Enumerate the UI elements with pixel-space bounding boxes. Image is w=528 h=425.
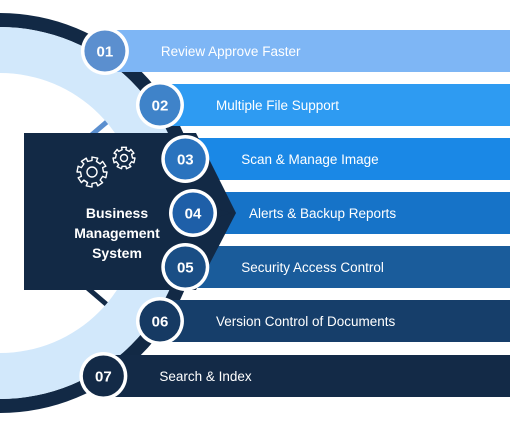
number-badge-04: 04 (169, 189, 217, 237)
feature-label-07: Search & Index (159, 369, 252, 384)
feature-bar-02 (159, 84, 510, 126)
feature-bar-06 (159, 300, 510, 342)
number-badge-05: 05 (161, 243, 210, 291)
badge-fill (82, 355, 124, 397)
number-badge-06: 06 (135, 297, 184, 345)
number-badge-02: 02 (135, 81, 184, 129)
badge-fill (139, 300, 181, 342)
center-title-line: System (92, 245, 142, 261)
feature-bar-05 (185, 246, 510, 288)
badge-fill (164, 138, 206, 180)
feature-label-01: Review Approve Faster (161, 44, 301, 59)
feature-bar-01 (104, 30, 510, 72)
badge-number: 04 (185, 206, 202, 223)
center-title-line: Management (74, 225, 160, 241)
feature-label-02: Multiple File Support (216, 98, 339, 113)
inner-arc (0, 27, 186, 400)
badge-number: 06 (152, 314, 169, 331)
badge-fill (164, 246, 206, 288)
badge-fill (172, 192, 214, 234)
feature-bar-07 (103, 355, 510, 397)
feature-label-05: Security Access Control (241, 260, 384, 275)
feature-bar-03 (185, 138, 510, 180)
badge-number: 02 (152, 98, 169, 115)
badge-number: 07 (95, 369, 112, 386)
gears-icon (76, 146, 136, 188)
badge-number: 01 (97, 44, 114, 61)
feature-label-03: Scan & Manage Image (241, 152, 378, 167)
number-badges: 01 02 03 04 05 06 07 (79, 27, 217, 400)
feature-bar-04 (193, 192, 510, 234)
badge-fill (84, 30, 126, 72)
feature-label-04: Alerts & Backup Reports (249, 206, 396, 221)
number-badge-03: 03 (161, 135, 210, 183)
badge-fill (139, 84, 181, 126)
center-title-line: Business (86, 205, 148, 221)
arc-band (0, 13, 200, 413)
badge-number: 05 (177, 260, 194, 277)
number-badge-01: 01 (80, 27, 129, 75)
badge-number: 03 (177, 152, 194, 169)
feature-label-06: Version Control of Documents (216, 314, 396, 329)
number-badge-07: 07 (79, 352, 128, 400)
